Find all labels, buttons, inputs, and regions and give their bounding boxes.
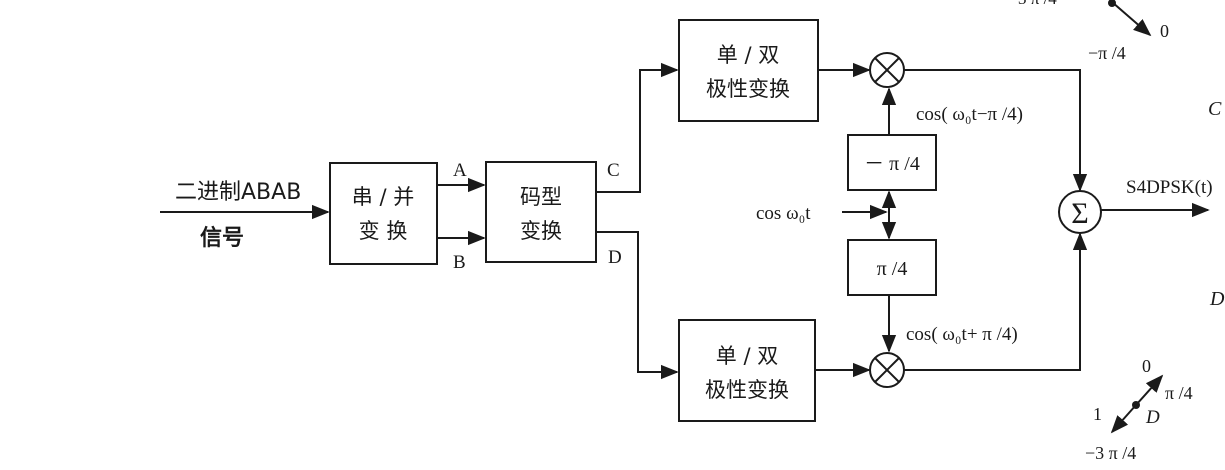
top-phasor-partial-label: 3 π /4	[1018, 0, 1057, 8]
lower-polarity-line2: 极性变换	[705, 378, 789, 402]
bottom-phasor-arrow-up	[1135, 374, 1164, 406]
upper-polarity-line2: 极性变换	[706, 77, 790, 101]
input-label-line2: 信号	[200, 225, 244, 251]
input-label-line1: 二进制ABAB	[175, 180, 301, 205]
top-phasor-dot	[1108, 0, 1116, 7]
c-path	[596, 62, 679, 193]
bottom-phasor-letter: D	[1145, 407, 1160, 428]
top-phasor-arrow	[1111, 1, 1152, 37]
signal-d-label: D	[608, 247, 622, 268]
side-letter-c: C	[1208, 98, 1222, 120]
top-phasor-zero-label: 0	[1160, 21, 1169, 41]
code-convert-block	[485, 161, 597, 263]
side-letter-d: D	[1209, 288, 1225, 310]
bottom-phasor-dot	[1132, 401, 1140, 409]
phase-minus-block	[847, 134, 937, 191]
lower-carrier-label: cos( ω₀t+ π /4)	[906, 324, 1018, 345]
phase-minus-label: － π /4	[864, 153, 920, 175]
signal-c-label: C	[607, 160, 620, 181]
bottom-phasor-arrow-down	[1110, 404, 1137, 434]
upper-polarity-block	[678, 19, 819, 122]
d-path	[596, 231, 679, 380]
bottom-phasor-angle-label: π /4	[1165, 383, 1193, 403]
upper-carrier-label: cos( ω₀t−π /4)	[916, 104, 1023, 125]
bottom-phasor-neg-label: −3 π /4	[1085, 443, 1136, 463]
lower-polarity-block	[678, 319, 816, 422]
upper-polarity-line1: 单 / 双	[717, 43, 779, 67]
top-phasor-angle-label: −π /4	[1088, 43, 1126, 63]
serial-parallel-line2: 变 换	[359, 219, 408, 243]
output-label: S4DPSK(t)	[1126, 177, 1213, 198]
phase-plus-label: π /4	[877, 258, 908, 280]
bottom-phasor-one-label: 1	[1093, 404, 1102, 424]
sum-symbol: Σ	[1071, 197, 1088, 230]
serial-parallel-line1: 串 / 并	[352, 185, 414, 209]
summer	[1058, 190, 1102, 234]
lower-polarity-line1: 单 / 双	[716, 344, 778, 368]
code-convert-line2: 变换	[520, 219, 562, 243]
signal-a-label: A	[453, 160, 467, 181]
signal-b-label: B	[453, 252, 466, 273]
bottom-phasor-zero-label: 0	[1142, 356, 1151, 376]
code-convert-line1: 码型	[520, 185, 562, 209]
phase-plus-block	[847, 239, 937, 296]
upper-to-sum-line	[904, 69, 1088, 192]
carrier-label: cos ω₀t	[756, 203, 811, 224]
lower-to-sum-line	[904, 232, 1088, 371]
serial-parallel-block	[329, 162, 438, 265]
